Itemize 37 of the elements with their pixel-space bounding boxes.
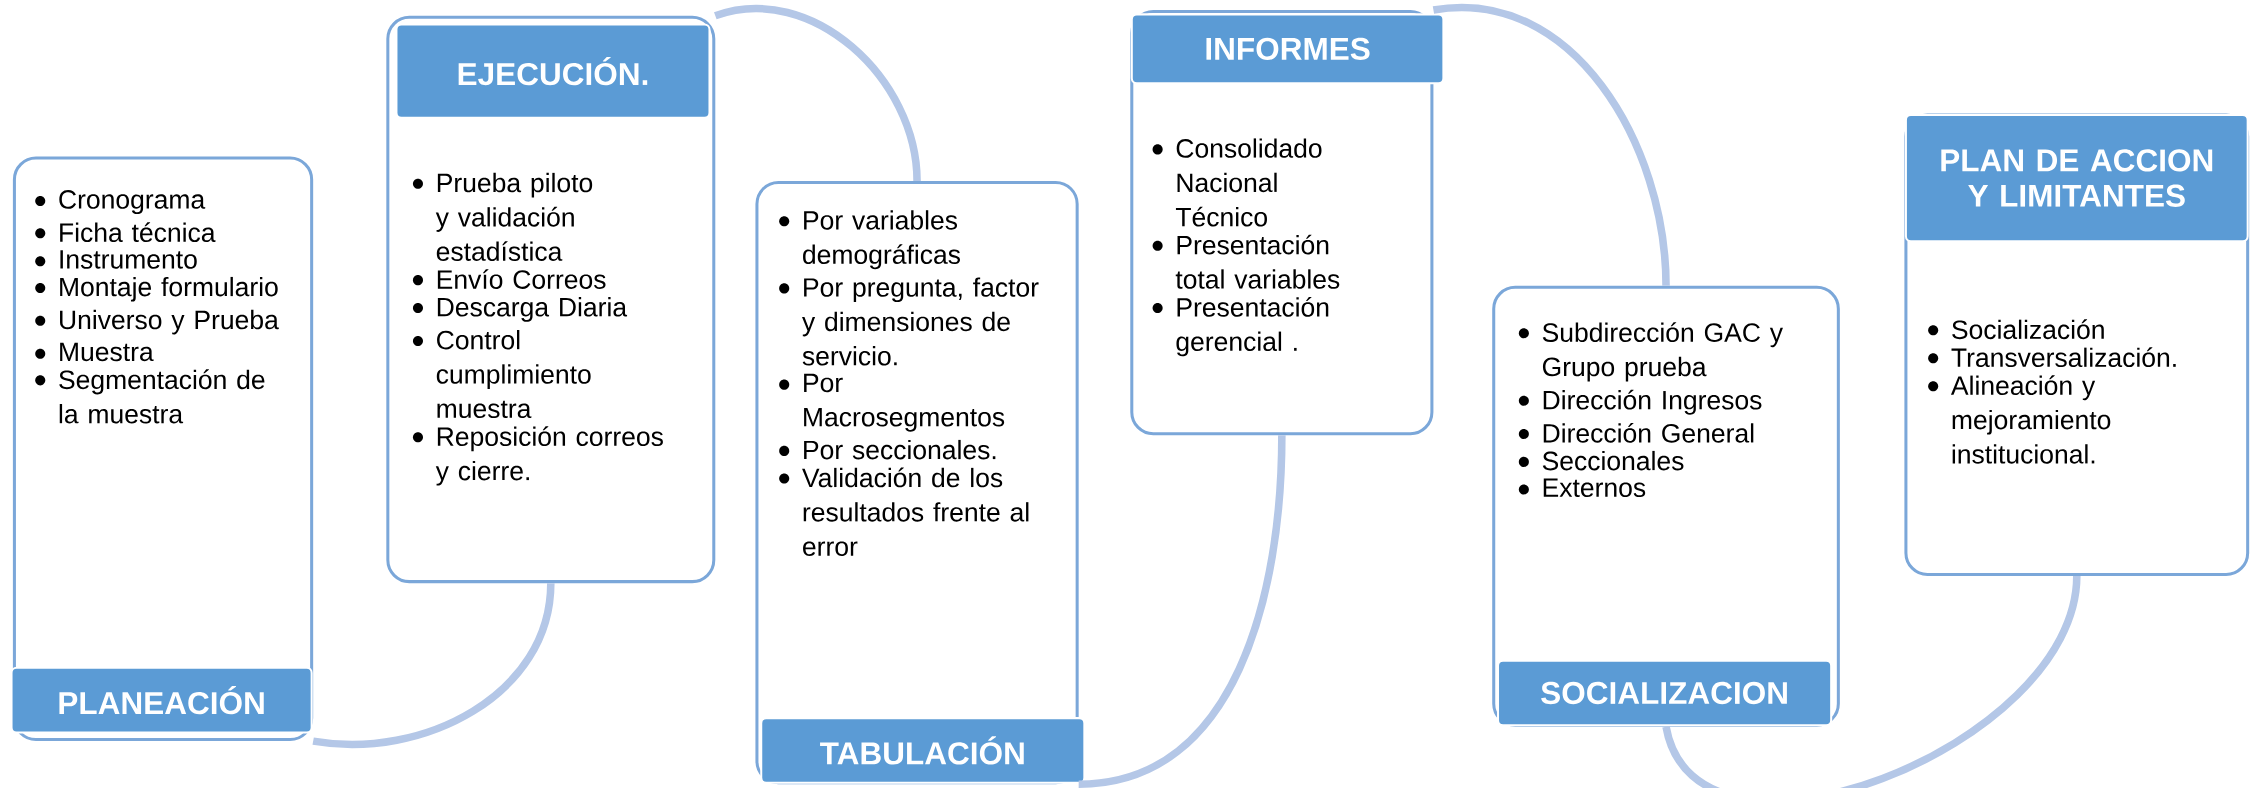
list-item: Por Macrosegmentos: [804, 373, 1005, 432]
heading-band: TABULACIÓN: [760, 716, 1086, 784]
list-item: Control cumplimiento muestra: [436, 329, 591, 418]
list-item: Prueba piloto y validación estadística: [435, 172, 593, 261]
list-item: Seccionales: [1542, 450, 1684, 471]
list-item: Envío Correos: [437, 268, 606, 289]
heading-band: INFORMES: [1130, 13, 1445, 85]
list-item: Montaje formulario: [60, 276, 278, 302]
list-item: Presentación gerencial .: [1176, 296, 1329, 357]
list-item: Ficha técnica: [60, 222, 216, 242]
connector-arc: [312, 582, 555, 748]
list-item: Por variables demográficas: [803, 209, 960, 269]
heading-band: PLAN DE ACCION Y LIMITANTES: [1904, 113, 2249, 243]
list-item: Transversalización.: [1951, 347, 2176, 367]
heading-band: EJECUCIÓN.: [395, 23, 711, 119]
connector-arc: [1078, 434, 1286, 788]
list-item: Alineación y mejoramiento institucional.: [1950, 375, 2111, 464]
list-item: Segmentación de la muestra: [59, 369, 265, 424]
list-item: Socialización: [1952, 319, 2104, 339]
list-item: Dirección Ingresos: [1543, 389, 1762, 415]
list-item: Descarga Diaria: [437, 296, 628, 322]
connector-arc: [714, 4, 921, 182]
list-item: Instrumento: [60, 250, 197, 269]
heading-band: PLANEACIÓN: [10, 666, 313, 734]
list-item: Presentación total variables: [1175, 234, 1340, 289]
list-item: Subdirección GAC y Grupo prueba: [1542, 322, 1783, 382]
list-item: Validación de los resultados frente al error: [802, 467, 1029, 556]
list-item: Externos: [1543, 478, 1646, 497]
list-item: Consolidado Nacional Técnico: [1175, 138, 1322, 227]
list-item: Reposición correos y cierre.: [435, 426, 663, 486]
list-item: Por pregunta, factor y dimensiones de servicio.: [802, 277, 1039, 366]
list-item: Por seccionales.: [804, 439, 996, 460]
heading-band: SOCIALIZACION: [1497, 659, 1833, 727]
list-item: Universo y Prueba: [60, 309, 279, 335]
list-item: Muestra: [60, 342, 154, 361]
list-item: Dirección General: [1543, 422, 1754, 443]
list-item: Cronograma: [59, 189, 206, 214]
